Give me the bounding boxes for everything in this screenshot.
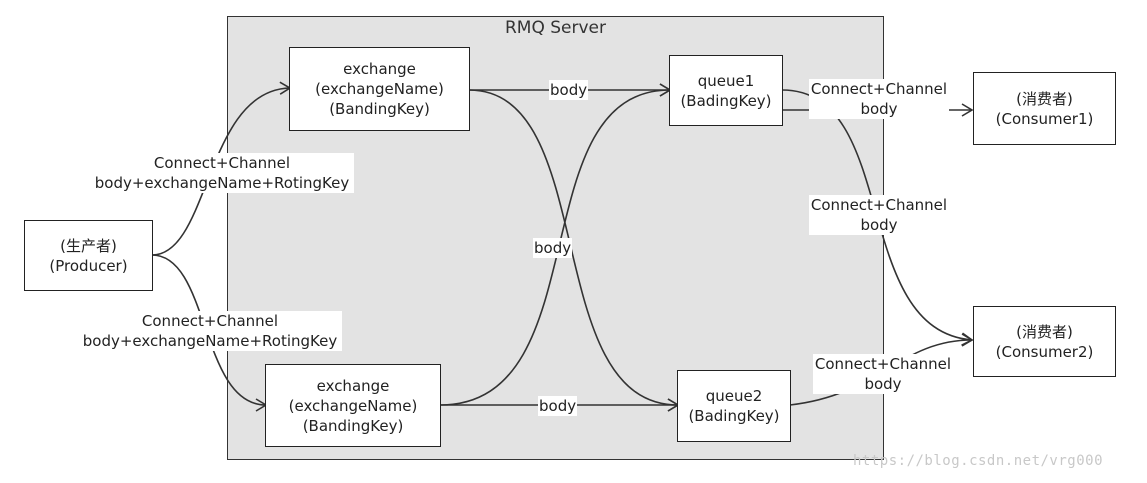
edge-label-queue1-consumer2: Connect+Channel body [809, 195, 949, 235]
edge-label-top-queue1-text: body [550, 81, 588, 99]
edge-label-bottom-queue2-text: body [539, 397, 577, 415]
queue1-label: queue1 [697, 71, 755, 90]
consumer1-label-en: (Consumer1) [995, 109, 1094, 128]
edge-label-producer-bottom-line1: Connect+Channel [141, 312, 279, 330]
edge-label-producer-bottom-line2: body+exchangeName+RotingKey [82, 332, 338, 350]
watermark: https://blog.csdn.net/vrg000 [853, 453, 1104, 469]
consumer2-label-en: (Consumer2) [995, 342, 1094, 361]
edge-label-queue1-consumer2-line2: body [860, 216, 898, 234]
consumer2-label-cn: (消费者) [1016, 322, 1073, 341]
exchange-top-label: exchange [343, 60, 416, 78]
edge-label-cross-text: body [534, 239, 572, 257]
edge-label-bottom-queue2: body [538, 396, 578, 416]
consumer1-label-cn: (消费者) [1016, 89, 1073, 108]
queue1-node: queue1 (BadingKey) [669, 55, 783, 126]
queue2-key: (BadingKey) [688, 407, 780, 425]
edge-label-queue2-consumer2: Connect+Channel body [813, 354, 953, 394]
consumer2-node: (消费者) (Consumer2) [973, 306, 1116, 377]
exchange-top-name: (exchangeName) [315, 80, 444, 98]
edge-label-queue2-consumer2-line2: body [864, 375, 902, 393]
edge-label-producer-top: Connect+Channel body+exchangeName+Roting… [90, 153, 354, 193]
edge-label-queue1-consumer2-line1: Connect+Channel [810, 196, 948, 214]
exchange-bottom-name: (exchangeName) [288, 396, 418, 415]
edge-label-queue2-consumer2-line1: Connect+Channel [814, 355, 952, 373]
consumer1-node: (消费者) (Consumer1) [973, 72, 1116, 145]
exchange-top-node: exchange (exchangeName) (BandingKey) [289, 47, 470, 131]
exchange-bottom-key: (BandingKey) [302, 416, 404, 435]
edge-label-top-queue1: body [549, 80, 589, 100]
producer-label-en: (Producer) [49, 256, 128, 275]
edge-label-queue1-consumer1: Connect+Channel body [809, 79, 949, 119]
edge-label-queue1-consumer1-line1: Connect+Channel [810, 80, 948, 98]
edge-label-cross: body [533, 238, 573, 258]
exchange-bottom-node: exchange (exchangeName) (BandingKey) [265, 364, 441, 447]
producer-node: (生产者) (Producer) [24, 220, 153, 291]
edge-exchange-top-to-queue2 [468, 89, 680, 412]
queue2-node: queue2 (BadingKey) [677, 370, 791, 442]
edge-label-producer-bottom: Connect+Channel body+exchangeName+Roting… [78, 311, 342, 351]
queue2-label: queue2 [705, 387, 763, 405]
edge-label-queue1-consumer1-line2: body [860, 100, 898, 118]
exchange-top-key: (BandingKey) [329, 100, 430, 118]
rmq-server-title: RMQ Server [504, 18, 606, 38]
edge-label-producer-top-line1: Connect+Channel [153, 154, 291, 172]
exchange-bottom-label: exchange [316, 376, 390, 395]
queue1-key: (BadingKey) [680, 91, 772, 110]
edge-label-producer-top-line2: body+exchangeName+RotingKey [94, 174, 350, 192]
producer-label-cn: (生产者) [60, 236, 117, 255]
